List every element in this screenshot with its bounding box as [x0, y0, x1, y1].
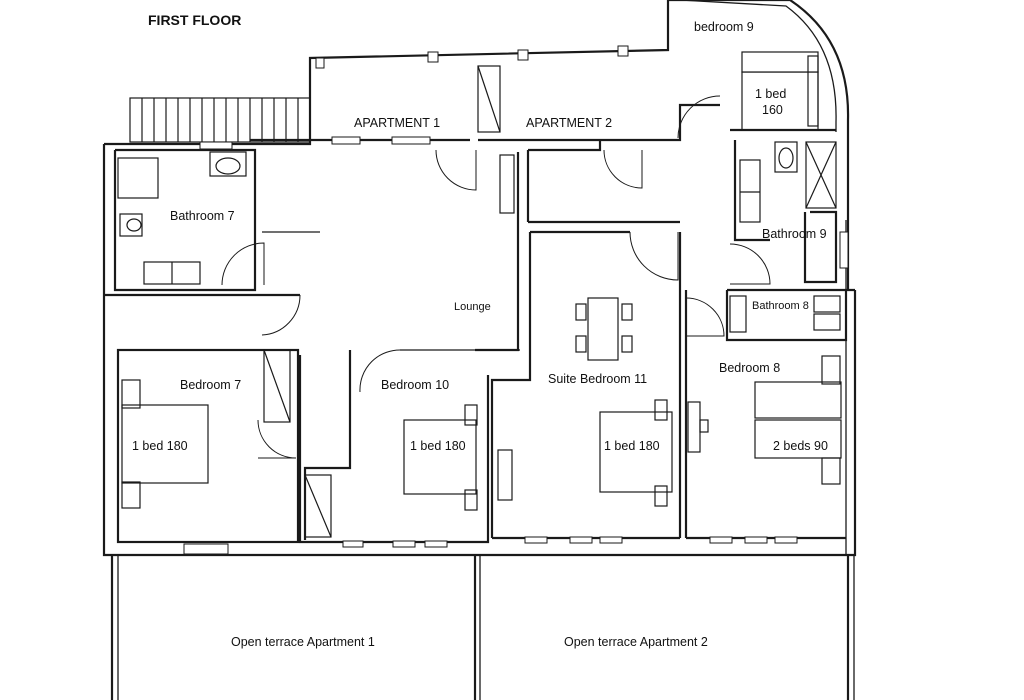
bedroom-10-label: Bedroom 10 — [381, 378, 449, 392]
suite-bedroom-11-label: Suite Bedroom 11 — [548, 372, 647, 386]
floor-title: FIRST FLOOR — [148, 12, 241, 28]
terrace-1-label: Open terrace Apartment 1 — [231, 635, 375, 649]
bedroom-7-label: Bedroom 7 — [180, 378, 241, 392]
bedroom-8-label: Bedroom 8 — [719, 361, 780, 375]
bed-8-label: 2 beds 90 — [773, 439, 828, 453]
bed-11-label: 1 bed 180 — [604, 439, 660, 453]
bathroom-7-label: Bathroom 7 — [170, 209, 235, 223]
bed-9-label-line2: 160 — [762, 103, 783, 117]
apartment-1-label: APARTMENT 1 — [354, 116, 440, 130]
bed-7-label: 1 bed 180 — [132, 439, 188, 453]
terrace-walls — [110, 555, 855, 700]
lounge-label: Lounge — [454, 301, 491, 313]
staircase — [129, 97, 311, 143]
terrace-2-label: Open terrace Apartment 2 — [564, 635, 708, 649]
bed-10-label: 1 bed 180 — [410, 439, 466, 453]
furniture — [117, 51, 842, 538]
bedroom-9-label: bedroom 9 — [694, 20, 754, 34]
windows — [183, 45, 849, 555]
doors — [221, 95, 771, 459]
interior-walls — [104, 103, 848, 544]
bed-9-label-line1: 1 bed — [755, 87, 786, 101]
bathroom-9-label: Bathroom 9 — [762, 227, 827, 241]
apartment-2-label: APARTMENT 2 — [526, 116, 612, 130]
bathroom-8-label: Bathroom 8 — [752, 300, 809, 312]
